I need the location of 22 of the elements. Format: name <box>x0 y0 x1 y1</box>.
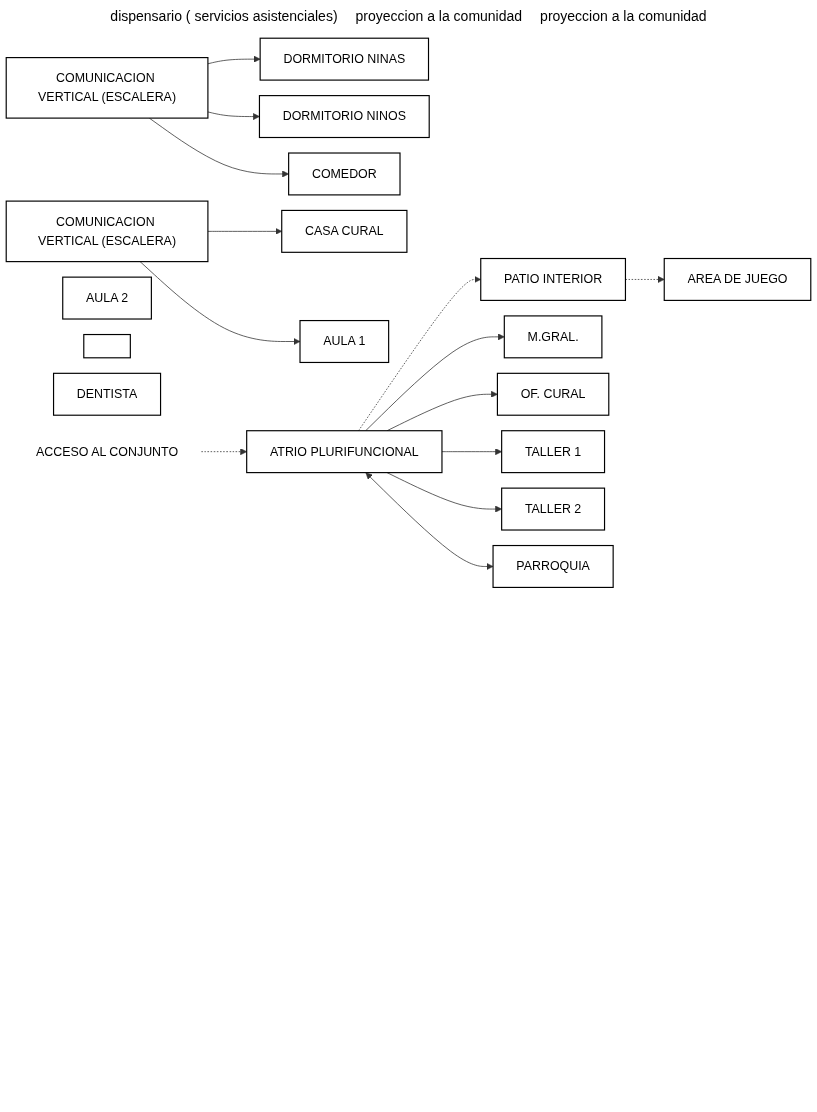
note-text: proyeccion a la comunidad <box>540 8 707 24</box>
node-box: COMUNICACION VERTICAL (ESCALERA) <box>5 57 209 119</box>
node-box: PATIO INTERIOR <box>480 257 627 301</box>
node-box: AREA DE JUEGO <box>663 257 812 301</box>
node-box: TALLER 1 <box>501 430 606 474</box>
node-box: AULA 2 <box>62 276 152 320</box>
node-text: ACCESO AL CONJUNTO <box>36 444 179 458</box>
note-text: proyeccion a la comunidad <box>355 8 523 24</box>
node-box: COMUNICACION VERTICAL (ESCALERA) <box>5 200 209 263</box>
node-box: PARROQUIA <box>492 544 614 588</box>
node-box: DENTISTA <box>53 372 162 416</box>
node-box: ATRIO PLURIFUNCIONAL <box>246 430 443 474</box>
node-box: OF. CURAL <box>496 372 610 416</box>
node-box: COMEDOR <box>288 152 401 196</box>
node-box: CASA CURAL <box>281 209 408 253</box>
node-box <box>83 333 131 359</box>
node-box: M.GRAL. <box>503 315 603 359</box>
node-box: TALLER 2 <box>501 487 606 531</box>
node-box: AULA 1 <box>299 320 390 364</box>
node-box: DORMITORIO NINOS <box>258 95 430 139</box>
node-box: DORMITORIO NINAS <box>259 37 430 81</box>
note-text: dispensario ( servicios asistenciales) <box>110 8 338 24</box>
